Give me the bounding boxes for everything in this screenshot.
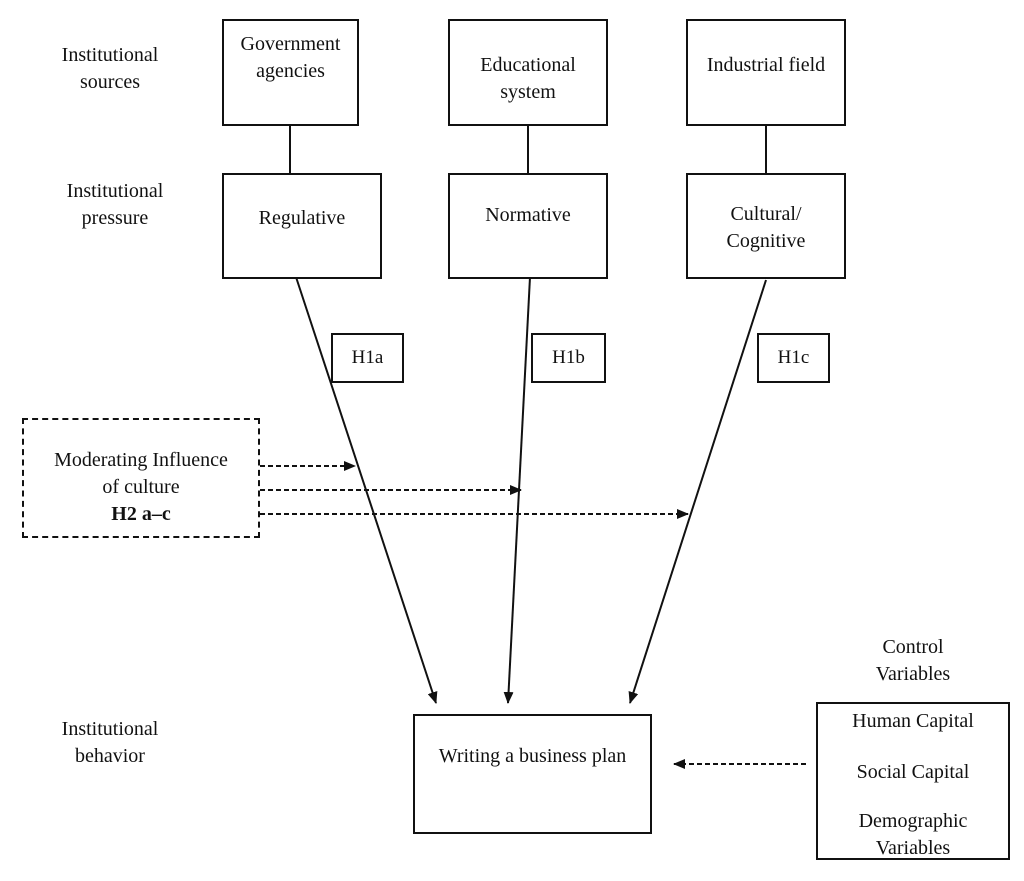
source-box-educational: Educational system — [448, 19, 608, 126]
outcome-label: Writing a business plan — [438, 745, 627, 767]
source-label-educational: Educational system — [480, 54, 576, 103]
controls-item-social-capital: Social Capital — [856, 761, 970, 783]
pressure-label-regulative: Regulative — [258, 207, 346, 229]
controls-item-demographic: Demographic Variables — [858, 810, 968, 859]
row-label-pressure: Institutional pressure — [66, 180, 164, 229]
moderator-line-1: Moderating Influence — [54, 449, 228, 471]
controls-title: Control Variables — [875, 636, 951, 685]
row-label-sources: Institutional sources — [61, 44, 159, 93]
outcome-box: Writing a business plan — [413, 714, 652, 834]
controls-box: Human Capital Social Capital Demographic… — [816, 702, 1010, 860]
moderator-box: Moderating Influence of culture H2 a–c — [22, 418, 260, 538]
hypothesis-h1b: H1b — [531, 333, 606, 383]
source-label-government: Government agencies — [240, 33, 341, 82]
source-box-government: Government agencies — [222, 19, 359, 126]
pressure-box-normative: Normative — [448, 173, 608, 279]
moderator-line-3: H2 a–c — [111, 503, 171, 525]
controls-item-human-capital: Human Capital — [852, 710, 974, 732]
hypothesis-h1c: H1c — [757, 333, 830, 383]
moderator-line-2: of culture — [102, 476, 180, 498]
source-box-industrial: Industrial field — [686, 19, 846, 126]
source-label-industrial: Industrial field — [706, 54, 826, 76]
pressure-label-cultural: Cultural/ Cognitive — [726, 203, 806, 252]
arrow-cultural-outcome — [628, 279, 767, 704]
pressure-label-normative: Normative — [485, 204, 571, 226]
pressure-box-cultural: Cultural/ Cognitive — [686, 173, 846, 279]
row-label-behavior: Institutional behavior — [61, 718, 159, 767]
hypothesis-h1a: H1a — [331, 333, 404, 383]
pressure-box-regulative: Regulative — [222, 173, 382, 279]
